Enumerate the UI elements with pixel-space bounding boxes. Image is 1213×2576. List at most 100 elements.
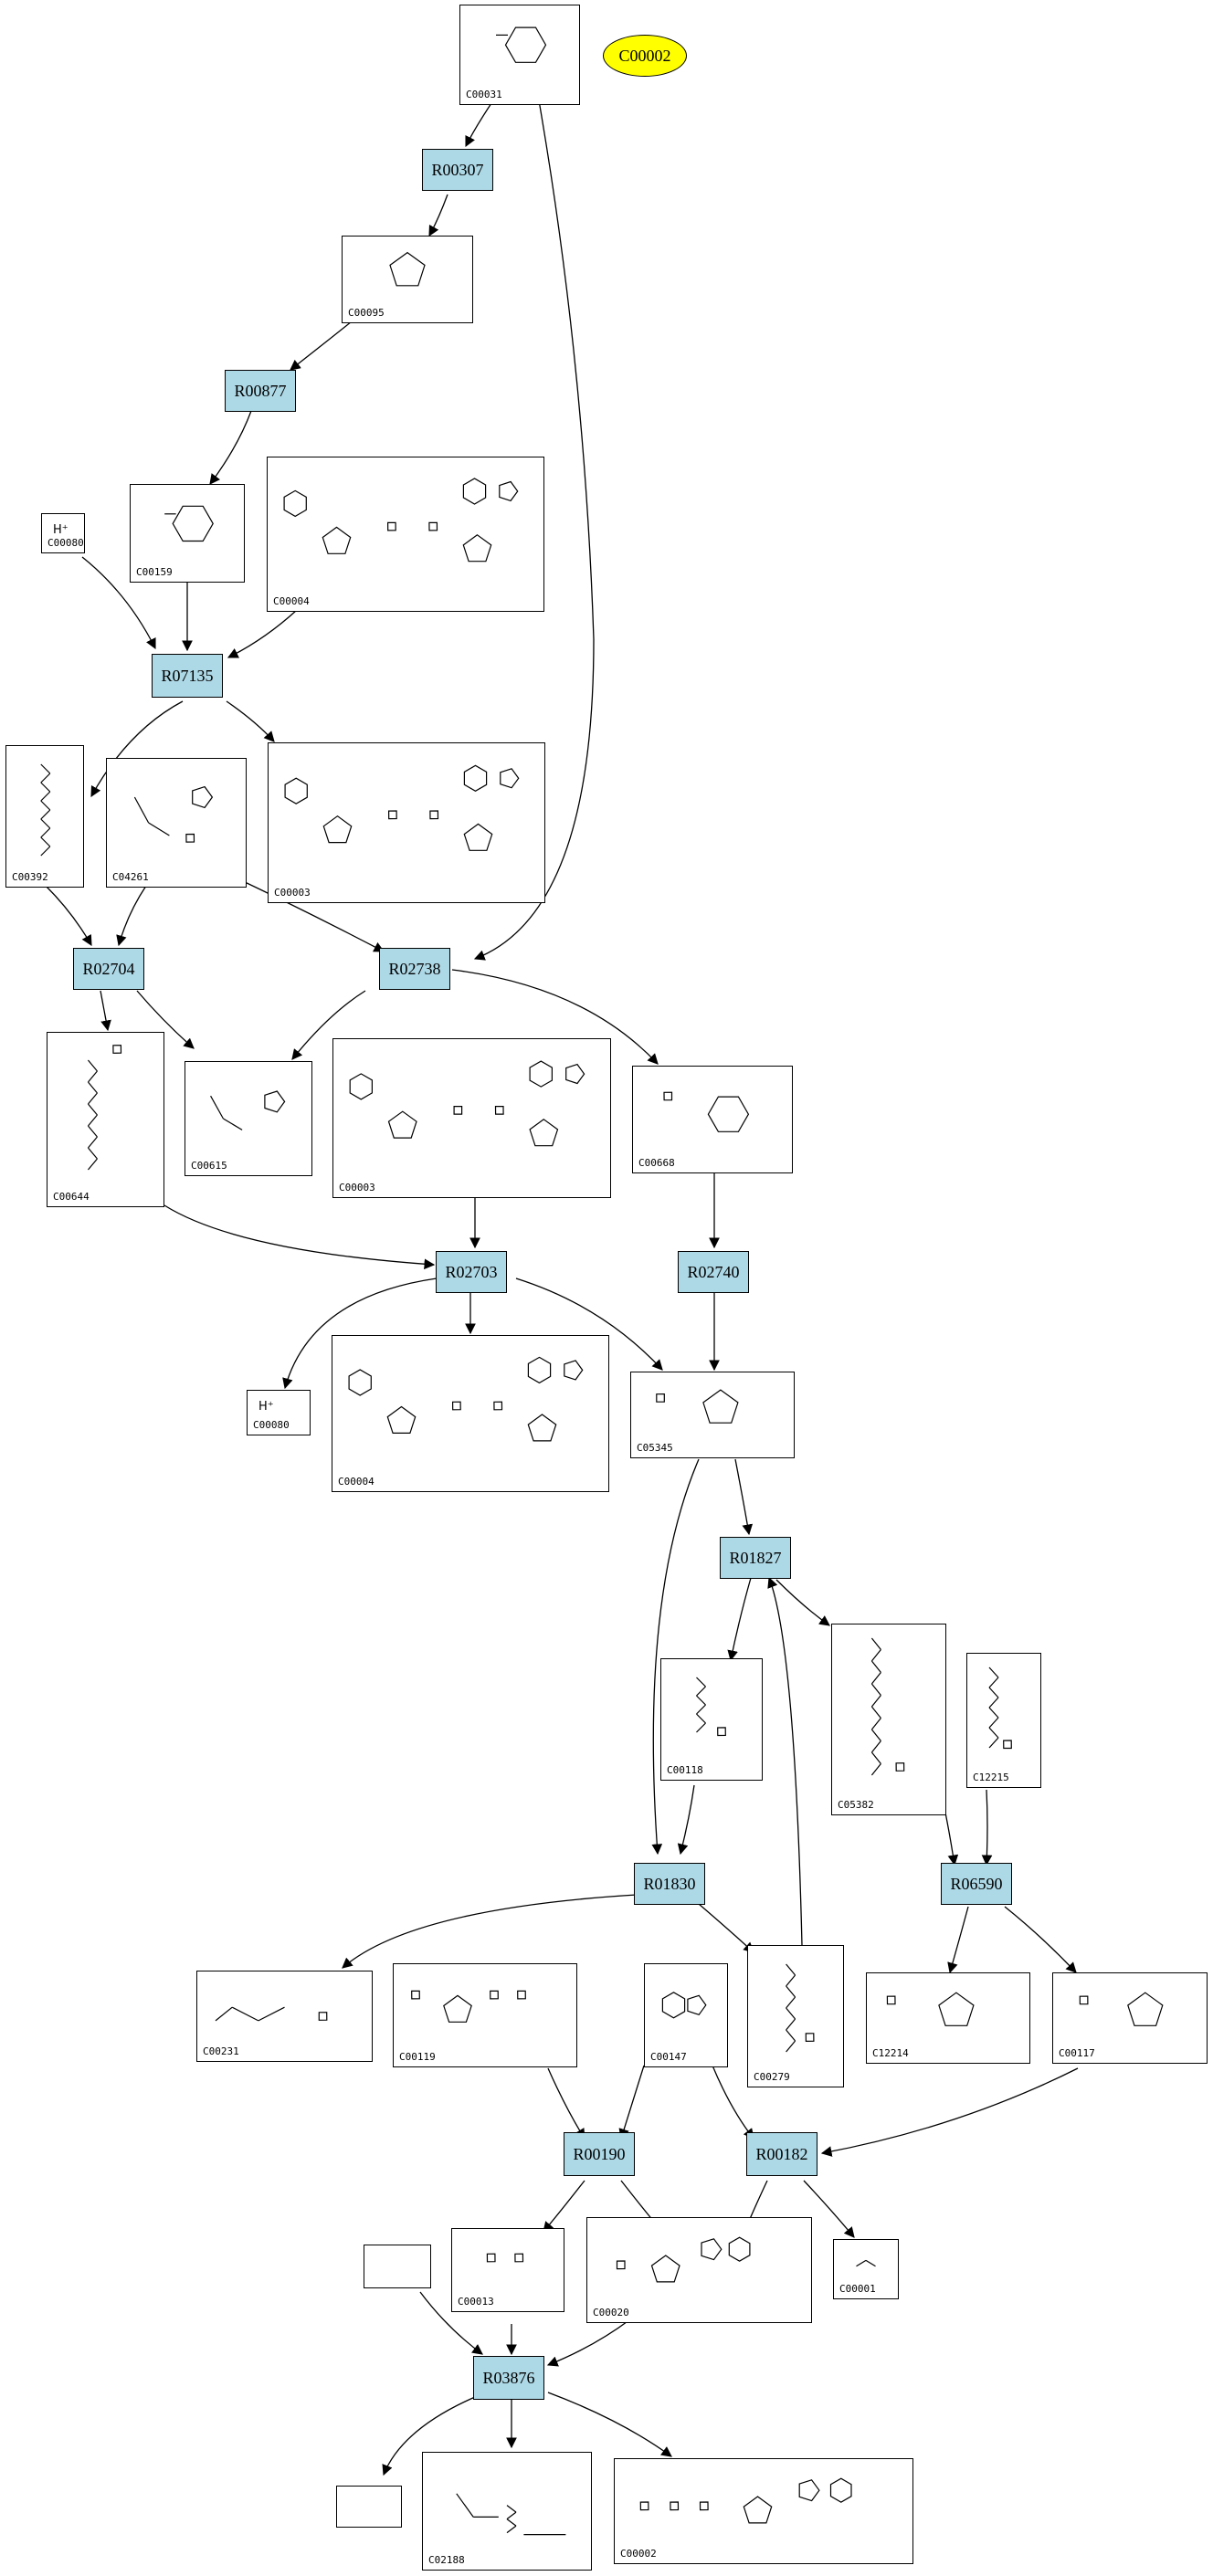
reaction-R00307[interactable]: R00307 xyxy=(422,149,493,191)
compound-id: C00644 xyxy=(53,1191,90,1203)
compound-id: C00615 xyxy=(191,1160,227,1172)
structure-drawing xyxy=(988,1667,1012,1750)
compound-c00159[interactable]: C00159 xyxy=(130,484,245,583)
compound-blank-bottom[interactable] xyxy=(336,2486,402,2528)
compound-c04261[interactable]: C04261 xyxy=(106,758,247,888)
compound-id: C05345 xyxy=(637,1442,673,1454)
proton-label: H⁺ xyxy=(53,523,69,537)
map-link-oval[interactable]: C00002 xyxy=(603,35,687,77)
compound-id: C00004 xyxy=(338,1476,374,1488)
reaction-R02738[interactable]: R02738 xyxy=(379,948,450,990)
reaction-R01830[interactable]: R01830 xyxy=(634,1863,705,1905)
structure-drawing xyxy=(786,1963,815,2053)
reaction-R00182[interactable]: R00182 xyxy=(746,2132,817,2176)
structure-drawing xyxy=(663,1091,750,1132)
compound-c05345[interactable]: C05345 xyxy=(630,1372,795,1458)
reaction-R03876[interactable]: R03876 xyxy=(473,2356,544,2400)
compound-blank-top[interactable] xyxy=(364,2245,431,2288)
compound-id: C00031 xyxy=(466,89,502,100)
compound-c00668[interactable]: C00668 xyxy=(632,1066,793,1173)
structure-drawing xyxy=(1079,1992,1164,2026)
structure-drawing xyxy=(210,1090,286,1130)
compound-c00231[interactable]: C00231 xyxy=(196,1971,373,2062)
compound-id: C00002 xyxy=(620,2548,657,2560)
compound-c05382[interactable]: C05382 xyxy=(831,1624,946,1815)
compound-c00615[interactable]: C00615 xyxy=(185,1061,312,1176)
compound-id: C00003 xyxy=(339,1182,375,1193)
compound-id: C00013 xyxy=(458,2296,494,2308)
compound-id: C00080 xyxy=(47,537,84,549)
compound-id: C00080 xyxy=(253,1419,290,1431)
structure-drawing xyxy=(348,1356,584,1442)
compound-id: C00004 xyxy=(273,595,310,607)
compound-id: C00118 xyxy=(667,1764,703,1776)
compound-c00004a[interactable]: C00004 xyxy=(267,457,544,612)
compound-c00392[interactable]: C00392 xyxy=(5,745,84,888)
compound-id: C00668 xyxy=(638,1157,675,1169)
compound-c00004b[interactable]: C00004 xyxy=(332,1335,609,1492)
compound-id: C04261 xyxy=(112,871,149,883)
compound-c00080b[interactable]: H⁺ C00080 xyxy=(247,1390,311,1435)
compound-id: C00119 xyxy=(399,2051,436,2063)
reaction-R00190[interactable]: R00190 xyxy=(564,2132,635,2176)
reaction-R00877[interactable]: R00877 xyxy=(225,370,296,412)
structure-drawing xyxy=(661,1992,707,2019)
compound-c00095[interactable]: C00095 xyxy=(342,236,473,323)
structure-drawing xyxy=(133,785,214,843)
compound-c00020[interactable]: C00020 xyxy=(586,2217,812,2323)
proton-label: H⁺ xyxy=(258,1400,274,1414)
structure-drawing xyxy=(284,764,520,851)
compound-c00013[interactable]: C00013 xyxy=(451,2228,564,2312)
structure-drawing xyxy=(87,1045,122,1171)
structure-drawing xyxy=(40,763,51,857)
structure-drawing xyxy=(349,1060,585,1147)
compound-c00003b[interactable]: C00003 xyxy=(332,1038,611,1198)
compound-id: C00159 xyxy=(136,566,173,578)
compound-id: C02188 xyxy=(428,2554,465,2566)
structure-drawing xyxy=(364,2245,430,2287)
structure-drawing xyxy=(856,2259,876,2267)
compound-c00002[interactable]: C00002 xyxy=(614,2458,913,2564)
structure-drawing xyxy=(164,505,214,542)
compound-id: C00147 xyxy=(650,2051,687,2063)
reaction-R02704[interactable]: R02704 xyxy=(73,948,144,990)
reaction-R07135[interactable]: R07135 xyxy=(152,654,223,698)
reaction-R02703[interactable]: R02703 xyxy=(436,1251,507,1293)
compound-c00031[interactable]: C00031 xyxy=(459,5,580,105)
compound-c00147[interactable]: C00147 xyxy=(644,1963,728,2067)
compound-c12215[interactable]: C12215 xyxy=(966,1653,1041,1788)
compound-c00644[interactable]: C00644 xyxy=(47,1032,164,1207)
compound-id: C00231 xyxy=(203,2045,239,2057)
structure-drawing xyxy=(496,26,547,63)
structure-drawing xyxy=(283,478,519,563)
structure-drawing xyxy=(656,1389,739,1424)
compound-id: C12215 xyxy=(973,1772,1009,1783)
compound-id: C00117 xyxy=(1059,2047,1095,2059)
structure-drawing xyxy=(696,1677,726,1737)
compound-c00279[interactable]: C00279 xyxy=(747,1945,844,2087)
compound-id: C00392 xyxy=(12,871,48,883)
reaction-R01827[interactable]: R01827 xyxy=(720,1537,791,1579)
reaction-R06590[interactable]: R06590 xyxy=(941,1863,1012,1905)
structure-drawing xyxy=(886,1992,975,2026)
structure-drawing xyxy=(411,1990,526,2023)
reaction-R02740[interactable]: R02740 xyxy=(678,1251,749,1293)
compound-id: C12214 xyxy=(872,2047,909,2059)
compound-c12214[interactable]: C12214 xyxy=(866,1972,1030,2064)
structure-drawing xyxy=(870,1637,905,1776)
compound-c02188[interactable]: C02188 xyxy=(422,2452,592,2571)
compound-id: C05382 xyxy=(838,1799,874,1811)
compound-c00080a[interactable]: H⁺C00080 xyxy=(41,513,85,553)
compound-id: C00001 xyxy=(839,2283,876,2295)
compound-id: C00003 xyxy=(274,887,311,899)
structure-drawing xyxy=(456,2493,566,2536)
structure-drawing xyxy=(389,251,426,287)
compound-id: C00095 xyxy=(348,307,385,319)
compound-c00003a[interactable]: C00003 xyxy=(268,742,545,903)
compound-c00119[interactable]: C00119 xyxy=(393,1963,577,2067)
compound-c00117[interactable]: C00117 xyxy=(1052,1972,1208,2064)
compound-c00118[interactable]: C00118 xyxy=(660,1658,763,1781)
compound-c00001[interactable]: C00001 xyxy=(833,2239,899,2299)
